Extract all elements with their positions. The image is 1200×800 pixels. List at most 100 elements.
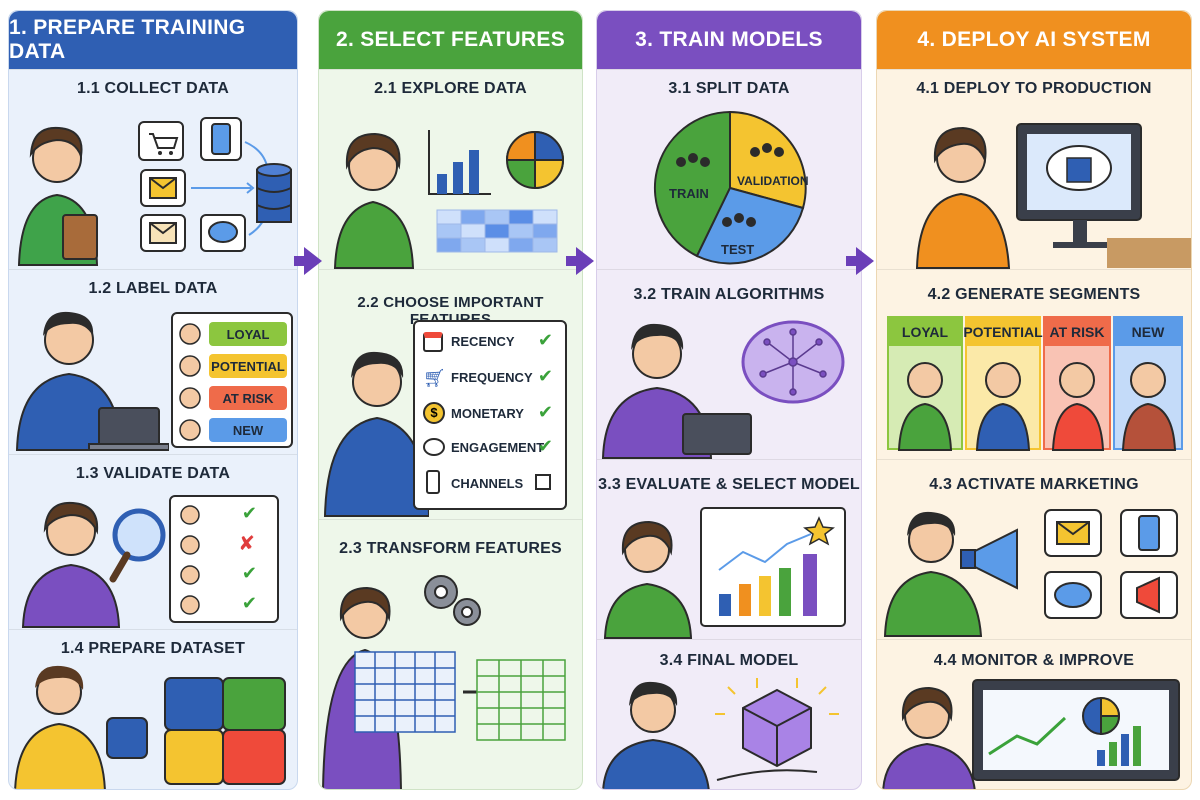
flow-arrow-stem [294, 256, 306, 266]
desk [1107, 238, 1191, 268]
segment-label: AT RISK [1045, 318, 1109, 346]
evaluation-chart [700, 507, 846, 627]
glow-icon [715, 678, 839, 715]
step-title: 4.2 GENERATE SEGMENTS [927, 286, 1141, 303]
check-icon: ✔ [537, 366, 553, 386]
segment-label: POTENTIAL [963, 318, 1043, 346]
label-at-risk: AT RISK [209, 386, 287, 410]
step-label-data: 1.2 LABEL DATA LOYAL POTENTIAL AT RISK N… [9, 269, 297, 454]
step-activate-marketing: 4.3 ACTIVATE MARKETING [877, 459, 1191, 639]
column-header: 2. SELECT FEATURES [319, 11, 582, 69]
step-collect-data: 1.1 COLLECT DATA [9, 69, 297, 269]
step-title: 1.2 LABEL DATA [88, 280, 218, 297]
checkbox-icon [535, 474, 551, 490]
megaphone-icon [960, 528, 1018, 590]
bar-chart-icon [1097, 726, 1141, 766]
mail-icon [1044, 509, 1102, 557]
flow-arrow-icon [576, 247, 594, 275]
step-final-model: 3.4 FINAL MODEL [597, 639, 861, 789]
feature-label: RECENCY [451, 334, 515, 349]
check-icon: ✔ [241, 503, 257, 523]
step-monitor-improve: 4.4 MONITOR & IMPROVE [877, 639, 1191, 789]
database-icon [256, 163, 292, 223]
step-title: 3.4 FINAL MODEL [659, 652, 799, 669]
check-icon: ✔ [537, 402, 553, 422]
column-deploy-ai-system: 4. DEPLOY AI SYSTEM 4.1 DEPLOY TO PRODUC… [876, 10, 1192, 790]
validation-card: ✔ ✘ ✔ ✔ [169, 495, 279, 623]
person-icon [915, 126, 1011, 269]
table-grid-icon [354, 651, 456, 733]
person-icon [323, 351, 429, 517]
flow-arrow-icon [856, 247, 874, 275]
person-icon [17, 126, 99, 266]
step-title: 4.3 ACTIVATE MARKETING [929, 476, 1139, 493]
heatmap-grid-icon [436, 209, 558, 253]
step-split-data: 3.1 SPLIT DATA TRAIN VALIDATION TEST [597, 69, 861, 269]
step-deploy-to-production: 4.1 DEPLOY TO PRODUCTION [877, 69, 1191, 269]
train-algorithms-illustration [601, 320, 845, 459]
pie-slice-validation [729, 110, 807, 210]
chat-icon [423, 438, 445, 456]
step-title: 4.4 MONITOR & IMPROVE [933, 652, 1135, 669]
puzzle-piece-icon [106, 717, 148, 759]
transform-features-illustration [322, 575, 566, 789]
label-new: NEW [209, 418, 287, 442]
feature-label: FREQUENCY [451, 370, 533, 385]
step-title: 1.3 VALIDATE DATA [75, 465, 231, 482]
label-data-illustration [15, 311, 169, 451]
person-icon [897, 362, 953, 451]
step-evaluate-select-model: 3.3 EVALUATE & SELECT MODEL [597, 459, 861, 639]
cloud-database-icon [1046, 145, 1112, 191]
model-cube-icon [742, 688, 812, 768]
puzzle-icon [164, 677, 286, 785]
gears-icon [424, 575, 481, 626]
column-select-features: 2. SELECT FEATURES 2.1 EXPLORE DATA [318, 10, 583, 790]
explore-data-illustration [333, 130, 565, 269]
deploy-illustration [915, 123, 1191, 269]
person-icon [21, 501, 121, 628]
features-checklist: RECENCY ✔ 🛒︎ FREQUENCY ✔ $ MONETARY ✔ EN… [413, 320, 567, 510]
step-title: 2.3 TRANSFORM FEATURES [339, 540, 562, 557]
cart-icon: 🛒︎ [423, 368, 446, 388]
pie-slice-train [653, 110, 731, 258]
person-icon [333, 132, 415, 269]
check-icon: ✔ [537, 330, 553, 350]
feature-label: ENGAGEMENT [451, 440, 545, 455]
person-icon [14, 665, 106, 789]
choose-features-illustration [323, 351, 429, 517]
step-choose-important-features: 2.2 CHOOSE IMPORTANT FEATURES RECENCY ✔ … [319, 269, 582, 519]
pie-chart-icon [505, 130, 565, 190]
label-loyal: LOYAL [209, 322, 287, 346]
split-label-train: TRAIN [669, 186, 709, 201]
final-model-illustration [602, 678, 839, 789]
segment-label: NEW [1115, 318, 1181, 346]
step-title: 2.1 EXPLORE DATA [374, 80, 527, 97]
phone-icon [200, 117, 242, 161]
step-prepare-dataset: 1.4 PREPARE DATASET [9, 629, 297, 789]
person-icon [883, 511, 983, 637]
prepare-dataset-illustration [14, 665, 286, 789]
column-header: 1. PREPARE TRAINING DATA [9, 11, 297, 69]
laptop-icon [88, 407, 169, 451]
step-generate-segments: 4.2 GENERATE SEGMENTS LOYAL POTENTIAL AT… [877, 269, 1191, 459]
mail-icon [140, 214, 186, 252]
split-data-pie [653, 110, 807, 265]
step-title: 3.2 TRAIN ALGORITHMS [633, 286, 825, 303]
label-potential: POTENTIAL [209, 354, 287, 378]
check-icon: ✔ [241, 563, 257, 583]
feature-label: CHANNELS [451, 476, 524, 491]
check-icon: ✔ [241, 593, 257, 613]
split-label-validation: VALIDATION [737, 174, 809, 188]
dollar-icon: $ [423, 402, 445, 424]
step-title: 4.1 DEPLOY TO PRODUCTION [916, 80, 1152, 97]
check-icon: ✔ [537, 436, 553, 456]
column-train-models: 3. TRAIN MODELS 3.1 SPLIT DATA TRAIN VAL… [596, 10, 862, 790]
mail-icon [140, 169, 186, 207]
person-icon [975, 362, 1031, 451]
person-icon [602, 681, 710, 789]
table-grid-icon [476, 659, 566, 741]
pie-chart-icon [1082, 696, 1121, 736]
magnifier-icon [109, 508, 166, 583]
chat-icon [200, 214, 246, 252]
laptop-icon [682, 413, 752, 455]
